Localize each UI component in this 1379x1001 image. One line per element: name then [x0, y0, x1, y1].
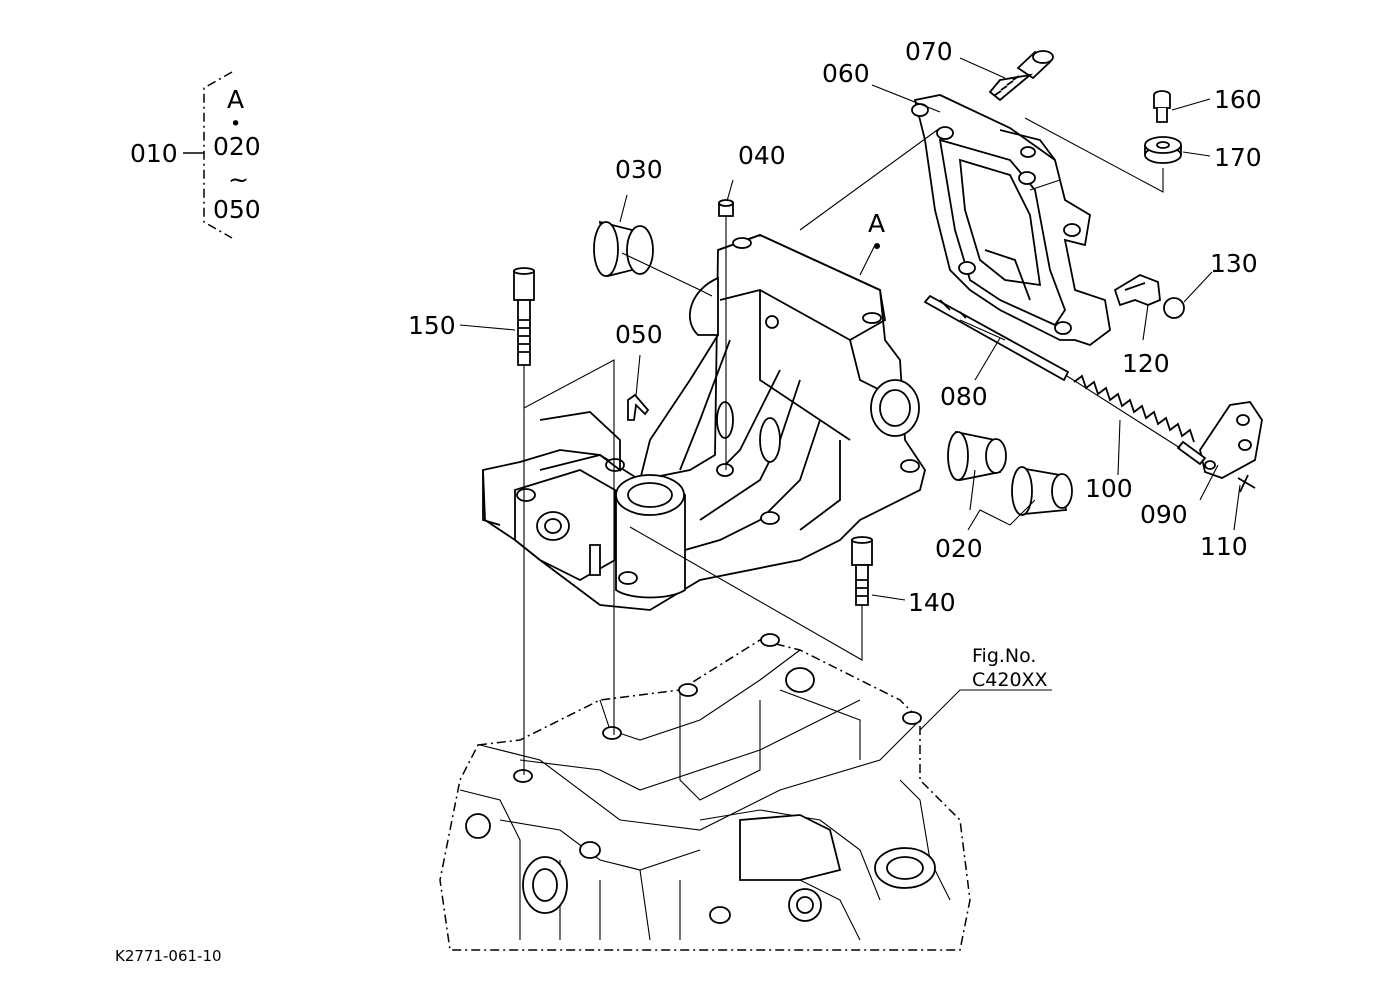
ball-130: [1163, 297, 1185, 319]
part-label-150[interactable]: 150: [408, 311, 456, 340]
bolt-150: [513, 267, 535, 366]
bolt-070: [988, 50, 1054, 102]
part-label-030[interactable]: 030: [615, 155, 663, 184]
drawing-code: K2771-061-10: [115, 947, 222, 965]
part-label-070[interactable]: 070: [905, 37, 953, 66]
bolt-160: [1153, 90, 1171, 123]
assembly-group-legend: 010 A • 020 ~ 050: [130, 71, 261, 239]
assembly-lines: [523, 179, 1181, 775]
part-label-060[interactable]: 060: [822, 59, 870, 88]
part-label-140[interactable]: 140: [908, 588, 956, 617]
cotter-pin-110: [1237, 474, 1256, 493]
part-label-040[interactable]: 040: [738, 141, 786, 170]
part-label-020[interactable]: 020: [935, 534, 983, 563]
fitting-050: [627, 393, 650, 421]
transmission-case-reference: [439, 633, 971, 951]
part-label-100[interactable]: 100: [1085, 474, 1133, 503]
part-label-120[interactable]: 120: [1122, 349, 1170, 378]
cover-plate-outline: [913, 94, 1111, 347]
part-label-090[interactable]: 090: [1140, 500, 1188, 529]
shaft-080: [923, 294, 1070, 382]
case-outline: [439, 639, 971, 951]
group-bracket: [203, 71, 233, 239]
part-label-160[interactable]: 160: [1214, 85, 1262, 114]
plate-090: [1176, 401, 1263, 479]
group-item-050: 050: [213, 195, 261, 224]
group-separator-dot: •: [230, 113, 241, 135]
part-labels: 070 060 160 170 040 030 A 130 150 050 12…: [408, 37, 1262, 617]
lever-120: [1113, 274, 1161, 307]
bushing-020-a: [947, 430, 1007, 482]
part-label-110[interactable]: 110: [1200, 532, 1248, 561]
point-a-marker: [874, 243, 880, 249]
part-label-010[interactable]: 010: [130, 139, 178, 168]
washer-170: [1144, 136, 1182, 164]
group-range-tilde: ~: [228, 165, 249, 194]
figure-ref-title: Fig.No.: [972, 645, 1036, 667]
hydraulic-cylinder-housing: [482, 234, 926, 611]
figure-reference[interactable]: Fig.No. C420XX: [972, 645, 1048, 691]
point-a-label: A: [868, 209, 885, 238]
bushing-030: [593, 220, 654, 278]
bushing-020-b: [1011, 466, 1073, 516]
part-label-080[interactable]: 080: [940, 382, 988, 411]
part-label-170[interactable]: 170: [1214, 143, 1262, 172]
plug-040: [718, 199, 734, 217]
part-label-130[interactable]: 130: [1210, 249, 1258, 278]
group-item-a: A: [227, 85, 244, 114]
part-label-050[interactable]: 050: [615, 320, 663, 349]
cover-plate-060: [911, 94, 1111, 347]
leader-lines: [459, 57, 1241, 731]
figure-ref-number[interactable]: C420XX: [972, 669, 1048, 691]
bolt-140: [851, 536, 873, 606]
spring-100: [1073, 374, 1195, 443]
group-item-020: 020: [213, 132, 261, 161]
